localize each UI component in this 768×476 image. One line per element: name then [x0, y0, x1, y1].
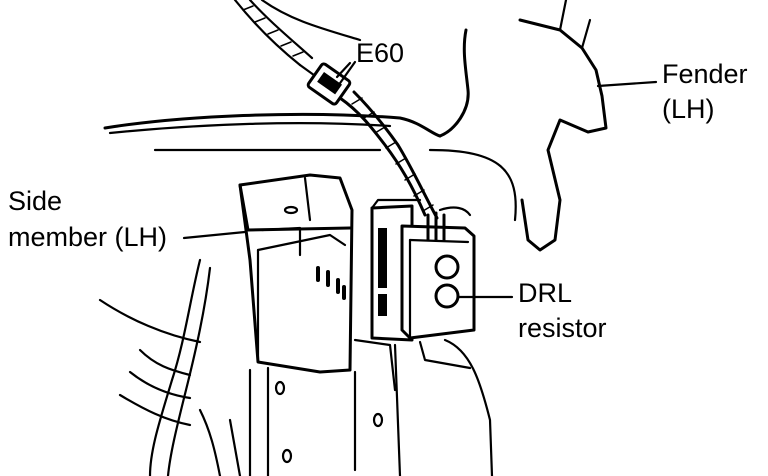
e60-label: E60	[356, 38, 404, 68]
drl-label-line2: resistor	[518, 313, 607, 343]
upper-wire-bundle	[233, 0, 362, 67]
e60-connector	[298, 61, 352, 106]
resistor-harness	[338, 90, 439, 220]
fender-label-line1: Fender	[662, 59, 748, 89]
drl-label-line1: DRL	[518, 278, 572, 308]
lower-frame	[248, 338, 494, 476]
leader-lines	[182, 60, 658, 299]
side-member-leader-line	[182, 230, 247, 240]
fender-panel	[518, 0, 608, 252]
e60-leader-line	[336, 60, 357, 88]
fender-leader-line	[596, 80, 658, 88]
left-wiring	[98, 258, 242, 476]
fender-label-line2: (LH)	[662, 94, 715, 124]
drl-resistor-body	[400, 206, 476, 340]
wheelhouse-outline	[103, 28, 517, 222]
side-member-bracket	[238, 173, 354, 374]
side-member-label-line2: member (LH)	[8, 222, 167, 252]
side-member-label-line1: Side	[8, 186, 62, 216]
